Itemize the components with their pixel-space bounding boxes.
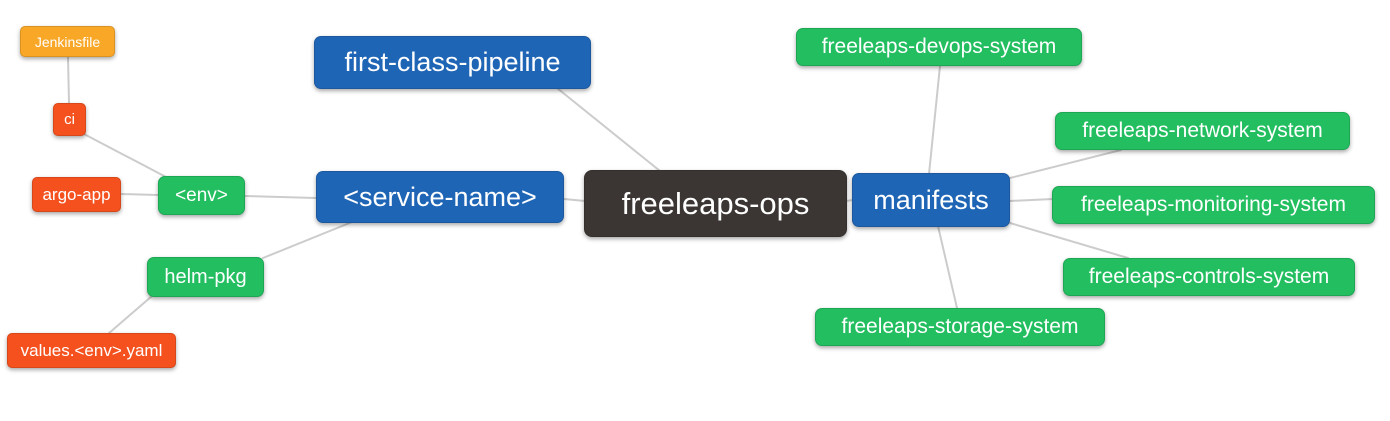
edge-manifests-storage-system: [937, 225, 958, 309]
node-values-env-yaml[interactable]: values.<env>.yaml: [7, 333, 176, 368]
edge-ci-env: [83, 133, 167, 178]
edge-helm-pkg-values-yaml: [107, 295, 153, 335]
edge-manifests-monitoring-system: [1009, 198, 1054, 202]
node-jenkinsfile[interactable]: Jenkinsfile: [20, 26, 115, 57]
node-ci[interactable]: ci: [53, 103, 86, 136]
node-service-name[interactable]: <service-name>: [316, 171, 564, 223]
edge-service-name-helm-pkg: [262, 221, 353, 259]
node-freeleaps-network-system[interactable]: freeleaps-network-system: [1055, 112, 1350, 150]
edge-env-service-name: [244, 195, 317, 199]
node-freeleaps-monitoring-system[interactable]: freeleaps-monitoring-system: [1052, 186, 1375, 224]
edge-pipeline-freeleaps-ops: [556, 87, 661, 172]
edge-argo-app-env: [120, 193, 159, 196]
node-env[interactable]: <env>: [158, 176, 245, 215]
edge-service-name-freeleaps-ops: [563, 198, 586, 202]
edge-manifests-network-system: [1009, 149, 1122, 179]
edge-manifests-devops-system: [928, 65, 941, 175]
node-argo-app[interactable]: argo-app: [32, 177, 121, 212]
node-freeleaps-ops[interactable]: freeleaps-ops: [584, 170, 847, 237]
node-helm-pkg[interactable]: helm-pkg: [147, 257, 264, 297]
node-manifests[interactable]: manifests: [852, 173, 1010, 227]
edge-jenkinsfile-ci: [67, 56, 70, 104]
node-first-class-pipeline[interactable]: first-class-pipeline: [314, 36, 591, 89]
node-freeleaps-controls-system[interactable]: freeleaps-controls-system: [1063, 258, 1355, 296]
edge-manifests-controls-system: [1009, 222, 1129, 259]
node-freeleaps-devops-system[interactable]: freeleaps-devops-system: [796, 28, 1082, 66]
node-freeleaps-storage-system[interactable]: freeleaps-storage-system: [815, 308, 1105, 346]
